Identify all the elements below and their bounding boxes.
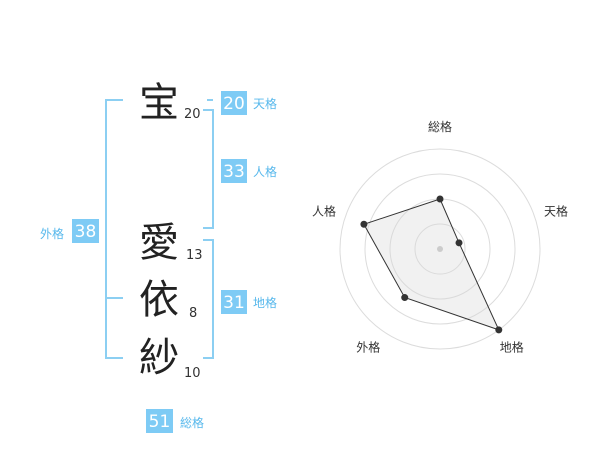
- radar-point: [455, 239, 463, 247]
- fortune-brackets: [105, 99, 214, 359]
- gaikaku-label: 外格: [40, 226, 64, 241]
- name-char-3: 依: [139, 277, 179, 323]
- radar-ring: [339, 148, 541, 350]
- radar-point: [401, 294, 409, 302]
- gaikaku-value: 38: [75, 222, 97, 242]
- soukaku-badge: 51 総格: [146, 409, 204, 433]
- jinkaku-bracket: [203, 109, 214, 229]
- gaikaku-bracket: [105, 99, 123, 359]
- radar-polygon: [363, 198, 500, 331]
- stroke-count-4: 10: [184, 366, 201, 381]
- chikaku-badge: 31 地格: [221, 290, 277, 314]
- tenkaku-value: 20: [223, 94, 245, 114]
- chikaku-label: 地格: [253, 295, 277, 310]
- radar-axis-label: 外格: [356, 340, 380, 355]
- jinkaku-badge: 33 人格: [221, 159, 277, 183]
- radar-point: [436, 195, 444, 203]
- radar-axis-label: 人格: [312, 203, 336, 218]
- name-characters: 宝 20 愛 13 依 8 紗 10: [139, 80, 203, 381]
- radar-point: [360, 220, 368, 228]
- radar-ring: [414, 223, 466, 275]
- radar-axis-label: 総格: [428, 119, 452, 134]
- soukaku-value: 51: [149, 412, 171, 432]
- tenkaku-label: 天格: [253, 96, 277, 111]
- radar-axis-label: 天格: [544, 203, 568, 218]
- stroke-count-1: 20: [184, 107, 201, 122]
- gaikaku-badge: 38 外格: [40, 219, 99, 243]
- jinkaku-label: 人格: [253, 164, 277, 179]
- tenkaku-badge: 20 天格: [221, 91, 277, 115]
- radar-axis-label: 地格: [500, 340, 524, 355]
- radar-rings: [339, 148, 541, 350]
- name-char-1: 宝: [139, 80, 179, 126]
- soukaku-label: 総格: [180, 415, 204, 430]
- jinkaku-value: 33: [223, 162, 245, 182]
- name-char-2: 愛: [139, 220, 179, 266]
- radar-ring: [364, 173, 516, 325]
- chikaku-value: 31: [223, 293, 245, 313]
- radar-points: [360, 195, 503, 334]
- chikaku-bracket: [203, 239, 214, 359]
- radar-center: [437, 246, 443, 252]
- stroke-count-3: 8: [189, 306, 197, 321]
- stroke-count-2: 13: [186, 248, 203, 263]
- name-char-4: 紗: [139, 335, 179, 381]
- radar-point: [495, 326, 503, 334]
